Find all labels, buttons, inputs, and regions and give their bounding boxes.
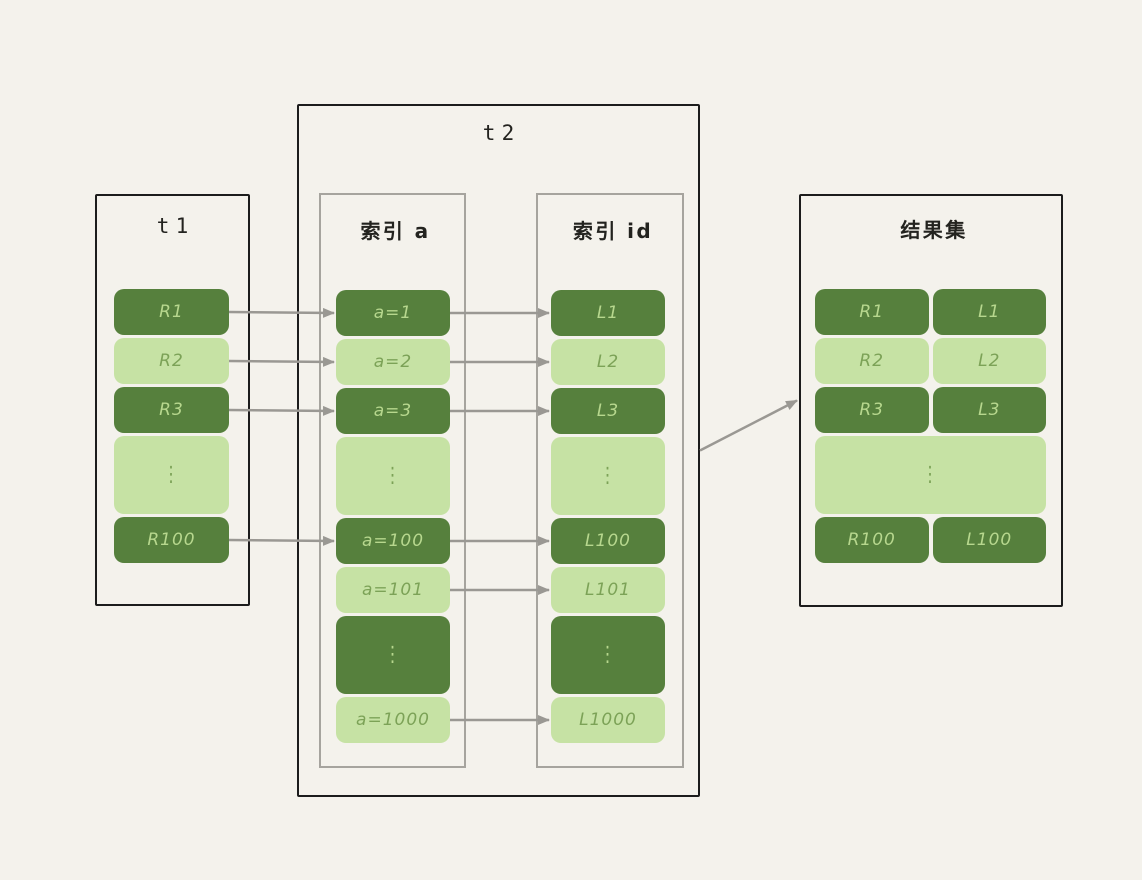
- row-label: L2: [596, 352, 620, 372]
- result-cell: R3: [815, 387, 929, 433]
- index-a-title: 索引 a: [360, 219, 431, 243]
- record-row: a=1: [336, 290, 450, 336]
- table-t2-title: t2: [482, 121, 521, 145]
- index-a-rows: a=1 a=2 a=3 ⋮ a=100 a=101 ⋮ a=1000: [336, 290, 450, 746]
- record-row: R2: [114, 338, 229, 384]
- result-cell: R1: [815, 289, 929, 335]
- table-t1-title: t1: [156, 214, 195, 238]
- result-cell: R2: [815, 338, 929, 384]
- ellipsis-row: ⋮: [114, 436, 229, 514]
- row-label: L101: [585, 580, 631, 600]
- record-row: L101: [551, 567, 665, 613]
- result-cell: L100: [932, 517, 1046, 563]
- result-set-title: 结果集: [900, 218, 968, 242]
- row-label: L3: [596, 401, 620, 421]
- index-a-box: 索引 a a=1 a=2 a=3 ⋮ a=100 a=101 ⋮ a=1000: [319, 193, 466, 768]
- record-row: L2: [551, 339, 665, 385]
- record-row: L1000: [551, 697, 665, 743]
- row-label: ⋮: [384, 641, 402, 667]
- row-label: R1: [159, 302, 184, 322]
- record-row: a=2: [336, 339, 450, 385]
- record-row: a=1000: [336, 697, 450, 743]
- row-label: R100: [147, 530, 196, 550]
- row-label: ⋮: [921, 461, 940, 487]
- row-label: a=2: [373, 352, 413, 372]
- row-label: L1000: [579, 710, 637, 730]
- row-label: a=3: [373, 401, 413, 421]
- row-label: ⋮: [599, 641, 617, 667]
- ellipsis-row: ⋮: [551, 616, 665, 694]
- record-row: R1: [114, 289, 229, 335]
- row-label: L1: [596, 303, 620, 323]
- record-row: a=101: [336, 567, 450, 613]
- table-t2-box: t2 索引 a a=1 a=2 a=3 ⋮ a=100 a=101 ⋮ a=1000 索引 i…: [297, 104, 700, 797]
- result-cell: L3: [932, 387, 1046, 433]
- row-label: ⋮: [384, 462, 402, 488]
- row-label: a=101: [361, 580, 425, 600]
- record-row: R3: [114, 387, 229, 433]
- row-label: ⋮: [162, 461, 181, 487]
- result-cell: L1: [932, 289, 1046, 335]
- record-row: L1: [551, 290, 665, 336]
- row-label: R3: [159, 400, 184, 420]
- result-cell: R100: [815, 517, 929, 563]
- index-id-title: 索引 id: [572, 219, 654, 243]
- row-label: R2: [159, 351, 184, 371]
- row-label: a=1000: [356, 710, 430, 730]
- row-label: ⋮: [599, 462, 617, 488]
- record-row: a=100: [336, 518, 450, 564]
- ellipsis-row: ⋮: [551, 437, 665, 515]
- row-label: L100: [585, 531, 631, 551]
- record-row: L100: [551, 518, 665, 564]
- row-label: a=100: [361, 531, 425, 551]
- record-row: a=3: [336, 388, 450, 434]
- ellipsis-row: ⋮: [336, 616, 450, 694]
- record-row: L3: [551, 388, 665, 434]
- row-label: a=1: [373, 303, 413, 323]
- connector-arrow: [699, 399, 798, 452]
- record-row: R100: [114, 517, 229, 563]
- ellipsis-row: ⋮: [336, 437, 450, 515]
- result-cell: L2: [932, 338, 1046, 384]
- ellipsis-row: ⋮: [815, 436, 1046, 514]
